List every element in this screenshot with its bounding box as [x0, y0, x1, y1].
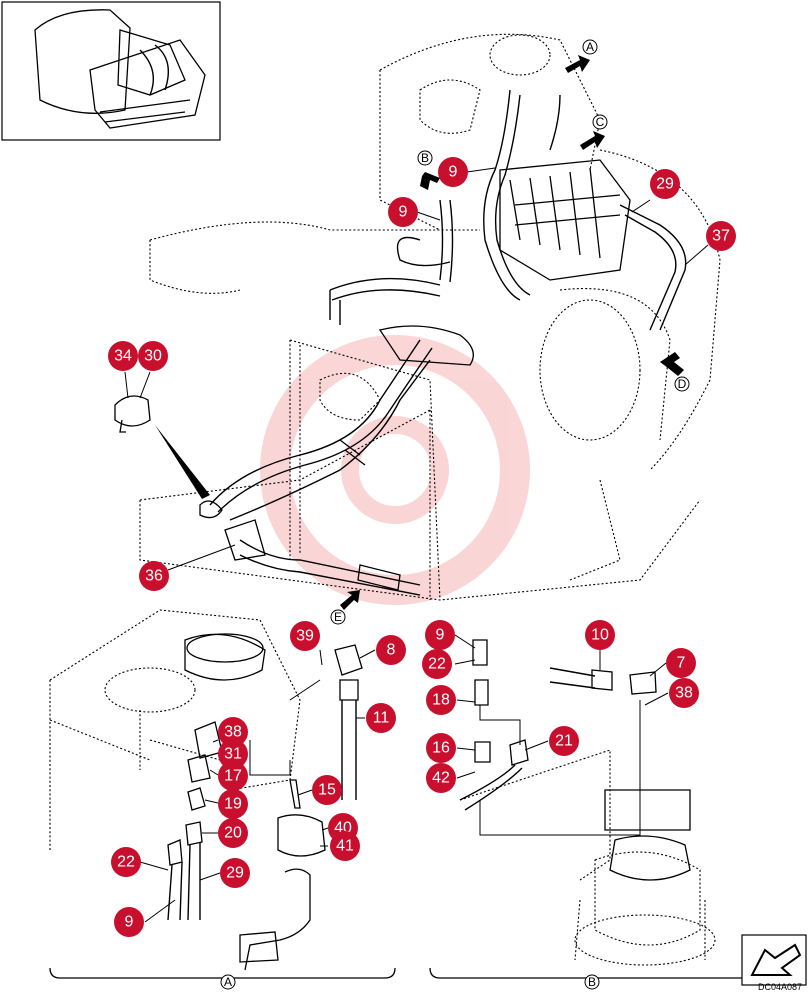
- svg-text:38: 38: [224, 724, 242, 741]
- callout-37[interactable]: 37: [706, 221, 736, 251]
- leader-lines: [124, 167, 709, 923]
- svg-text:16: 16: [432, 740, 450, 757]
- section-a-label: A: [220, 974, 236, 990]
- callout-22-section-b[interactable]: 22: [422, 649, 452, 679]
- callout-8[interactable]: 8: [376, 635, 406, 665]
- view-arrow-e: E: [330, 590, 360, 625]
- svg-text:38: 38: [675, 685, 693, 702]
- svg-text:34: 34: [114, 348, 132, 365]
- view-letter-d: D: [678, 377, 687, 391]
- callout-16[interactable]: 16: [426, 733, 456, 763]
- callout-22-section-a[interactable]: 22: [111, 847, 141, 877]
- callout-21[interactable]: 21: [549, 726, 579, 756]
- callout-15[interactable]: 15: [312, 775, 342, 805]
- view-arrow-c: C: [580, 114, 608, 150]
- view-arrow-d: D: [660, 352, 690, 392]
- svg-text:21: 21: [555, 733, 573, 750]
- callout-20[interactable]: 20: [218, 818, 248, 848]
- callout-18[interactable]: 18: [426, 685, 456, 715]
- svg-text:39: 39: [296, 628, 314, 645]
- svg-text:7: 7: [677, 655, 686, 672]
- callout-9-section-b[interactable]: 9: [425, 620, 455, 650]
- view-letter-a: A: [586, 40, 594, 54]
- diagram-code: DC04A087: [757, 982, 802, 992]
- callout-41[interactable]: 41: [330, 831, 360, 861]
- navigation-arrow-icon[interactable]: [741, 934, 807, 986]
- callout-29-section-a[interactable]: 29: [220, 858, 250, 888]
- svg-text:11: 11: [373, 710, 390, 727]
- svg-text:17: 17: [224, 768, 242, 785]
- svg-text:42: 42: [432, 770, 450, 787]
- svg-text:30: 30: [144, 348, 162, 365]
- callout-19[interactable]: 19: [218, 789, 248, 819]
- callout-10[interactable]: 10: [585, 620, 615, 650]
- callout-17[interactable]: 17: [218, 761, 248, 791]
- svg-text:9: 9: [449, 164, 458, 181]
- svg-text:37: 37: [712, 228, 730, 245]
- location-thumbnail: [1, 1, 221, 141]
- svg-text:9: 9: [436, 627, 445, 644]
- callout-42[interactable]: 42: [426, 763, 456, 793]
- svg-text:22: 22: [428, 656, 446, 673]
- svg-text:8: 8: [387, 642, 396, 659]
- view-letter-e: E: [334, 610, 342, 624]
- callout-11[interactable]: 11: [366, 703, 396, 733]
- clamp-part-drawing: [114, 395, 210, 499]
- callout-38-section-a[interactable]: 38: [218, 717, 248, 747]
- svg-text:10: 10: [591, 627, 609, 644]
- svg-text:29: 29: [656, 176, 674, 193]
- watermark-gear-icon: [260, 335, 530, 605]
- section-b-drawing: [429, 639, 766, 979]
- svg-text:29: 29: [226, 865, 244, 882]
- callout-30[interactable]: 30: [138, 341, 168, 371]
- svg-text:31: 31: [224, 746, 242, 763]
- section-letter-b: B: [588, 975, 596, 989]
- svg-text:36: 36: [145, 568, 163, 585]
- callout-7[interactable]: 7: [666, 648, 696, 678]
- svg-text:9: 9: [125, 914, 134, 931]
- callout-9-section-a[interactable]: 9: [114, 907, 144, 937]
- section-letter-a: A: [224, 975, 232, 989]
- view-arrow-a: A: [565, 39, 598, 73]
- callout-36[interactable]: 36: [139, 561, 169, 591]
- svg-text:41: 41: [336, 838, 354, 855]
- svg-text:22: 22: [117, 854, 135, 871]
- main-assembly-drawing: [139, 33, 721, 601]
- svg-text:9: 9: [399, 204, 408, 221]
- callout-34[interactable]: 34: [108, 341, 138, 371]
- callout-38-section-b[interactable]: 38: [669, 678, 699, 708]
- callout-31[interactable]: 31: [218, 739, 248, 769]
- view-letter-c: C: [596, 115, 605, 129]
- svg-text:20: 20: [224, 825, 242, 842]
- callout-29-top[interactable]: 29: [650, 169, 680, 199]
- section-b-label: B: [584, 974, 600, 990]
- view-arrow-b: B: [417, 150, 440, 190]
- callout-39[interactable]: 39: [290, 621, 320, 651]
- svg-text:18: 18: [432, 692, 450, 709]
- callout-9-mid[interactable]: 9: [388, 197, 418, 227]
- callout-9-top[interactable]: 9: [438, 157, 468, 187]
- view-letter-b: B: [421, 151, 429, 165]
- section-a-drawing: [49, 609, 396, 979]
- svg-text:19: 19: [224, 796, 242, 813]
- svg-text:15: 15: [318, 782, 336, 799]
